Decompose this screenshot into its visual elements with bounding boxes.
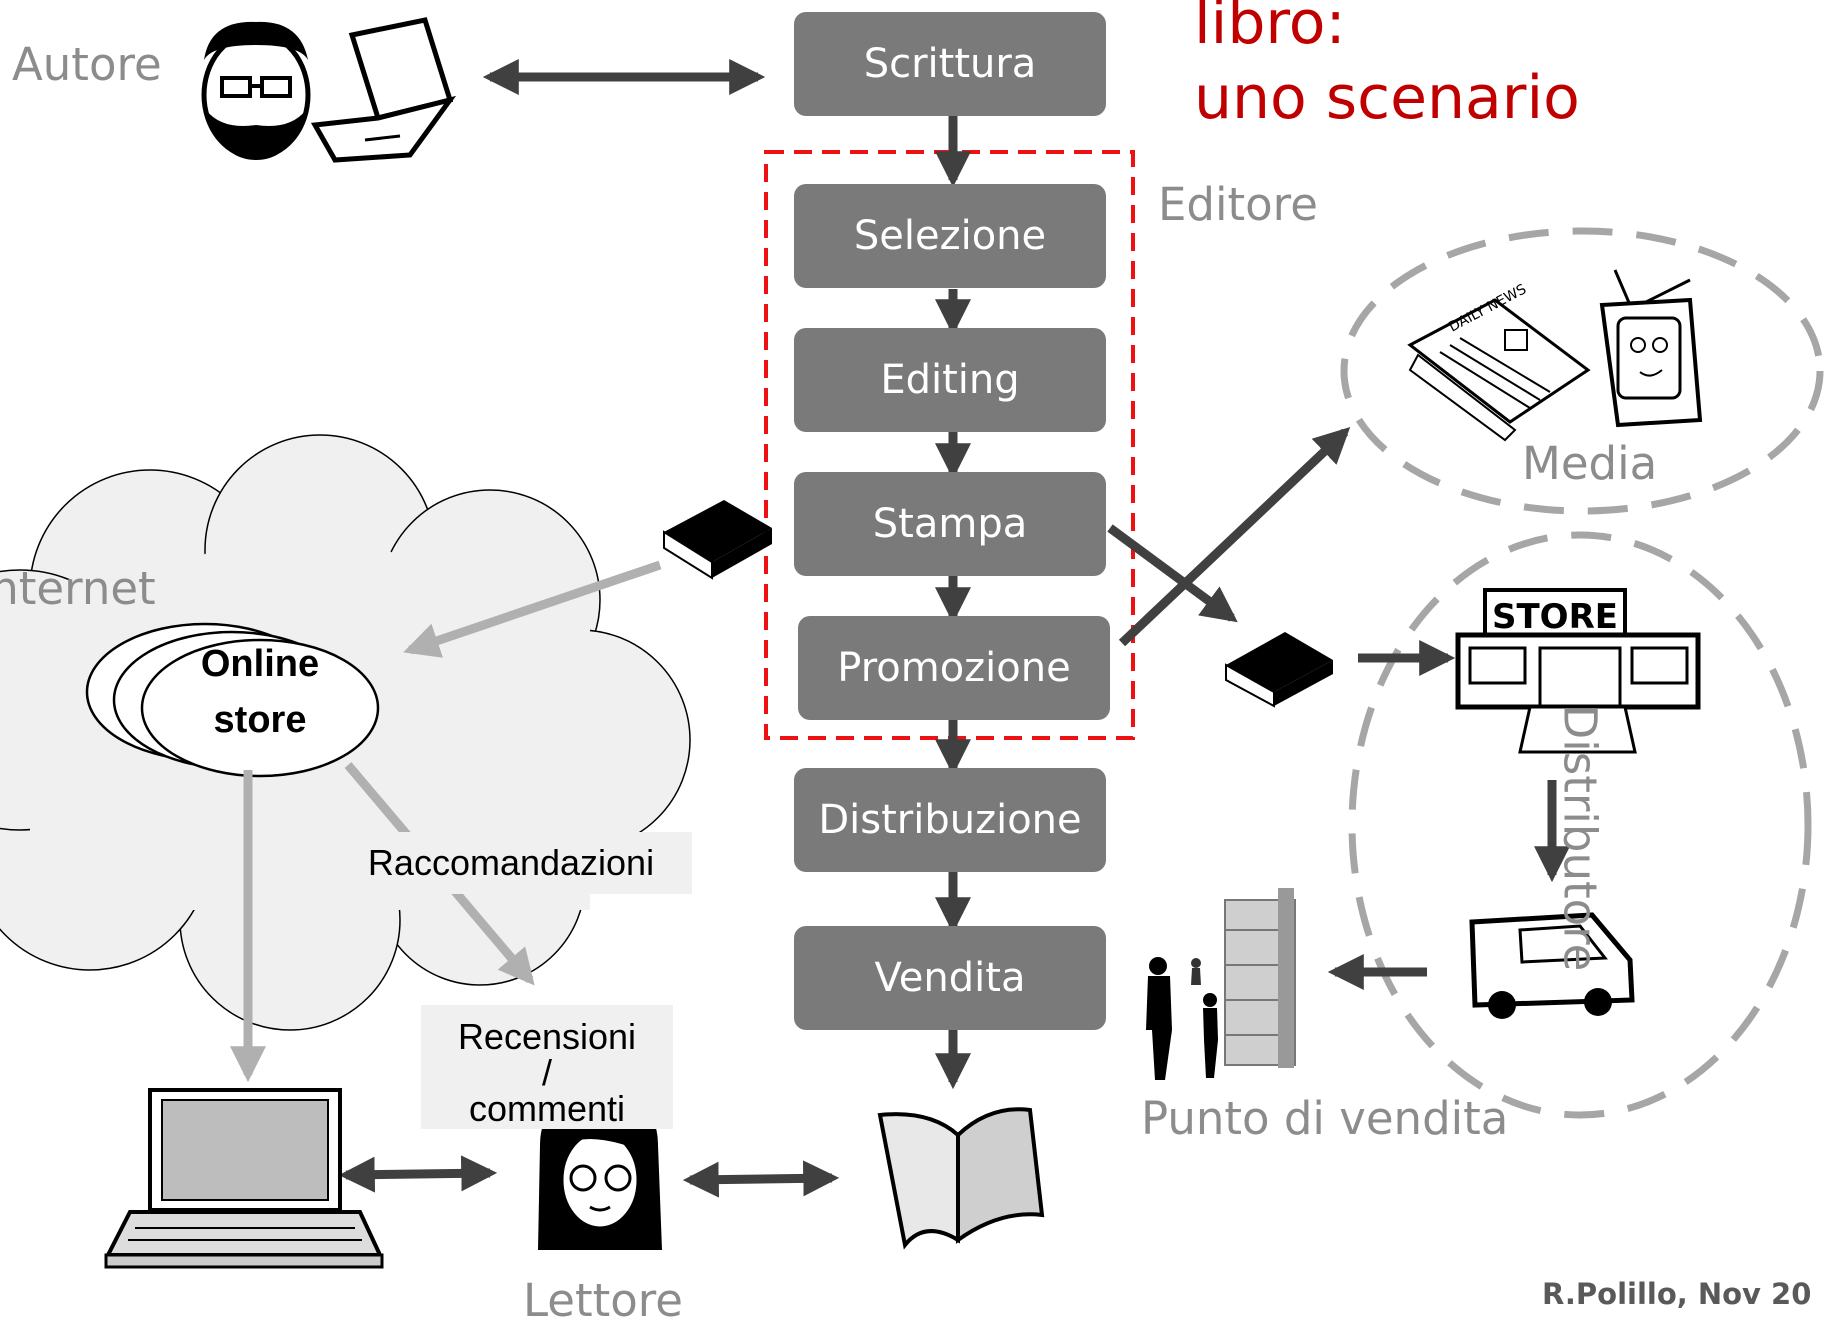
reader-laptop-icon (104, 1088, 384, 1269)
distributore-circle (1348, 531, 1812, 1119)
title-line-1: libro: (1194, 0, 1346, 58)
autore-label: Autore (12, 38, 162, 91)
distributore-label: Distributore (1553, 704, 1607, 972)
step-vendita: Vendita (794, 926, 1106, 1030)
book-icon-left (663, 500, 772, 580)
recensioni-label: Recensioni / commenti (421, 1005, 673, 1129)
step-promozione: Promozione (798, 616, 1110, 720)
autore-icon (201, 21, 311, 160)
book-icon-right (1225, 632, 1333, 708)
editore-label: Editore (1158, 178, 1318, 231)
media-label: Media (1522, 437, 1658, 490)
raccomandazioni-label: Raccomandazioni (330, 832, 692, 894)
flow-arrows (338, 59, 1570, 1198)
recensioni-line-1: Recensioni (457, 1016, 637, 1057)
lettore-label: Lettore (523, 1274, 683, 1327)
step-distribuzione: Distribuzione (794, 768, 1106, 872)
punto-vendita-icon (1146, 888, 1296, 1080)
online-store-line-1: Online (200, 643, 320, 685)
store-icon: STORE (1455, 588, 1701, 754)
footer-credit: R.Polillo, Nov 20 (1542, 1277, 1812, 1311)
step-editing: Editing (794, 328, 1106, 432)
van-icon (1469, 912, 1635, 1019)
online-store-label: Online store (170, 636, 350, 748)
internet-label: Internet (0, 562, 156, 615)
tv-icon (1599, 269, 1703, 428)
recensioni-line-2: / (541, 1052, 552, 1093)
author-laptop-icon (310, 17, 457, 163)
step-selezione: Selezione (794, 184, 1106, 288)
title-line-2: uno scenario (1194, 63, 1580, 133)
step-stampa: Stampa (794, 472, 1106, 576)
online-store-line-2: store (213, 699, 307, 741)
slide-title: libro: uno scenario (1194, 0, 1580, 136)
online-store-icon (85, 622, 380, 778)
punto-vendita-label: Punto di vendita (1141, 1092, 1509, 1145)
step-scrittura: Scrittura (794, 12, 1106, 116)
media-circle (1340, 227, 1824, 515)
newspaper-icon: DAILY NEWS (1407, 281, 1591, 442)
lettore-icon (538, 1095, 662, 1250)
recensioni-line-3: commenti (468, 1088, 626, 1129)
store-sign: STORE (1492, 597, 1618, 637)
open-book-icon (877, 1107, 1045, 1250)
